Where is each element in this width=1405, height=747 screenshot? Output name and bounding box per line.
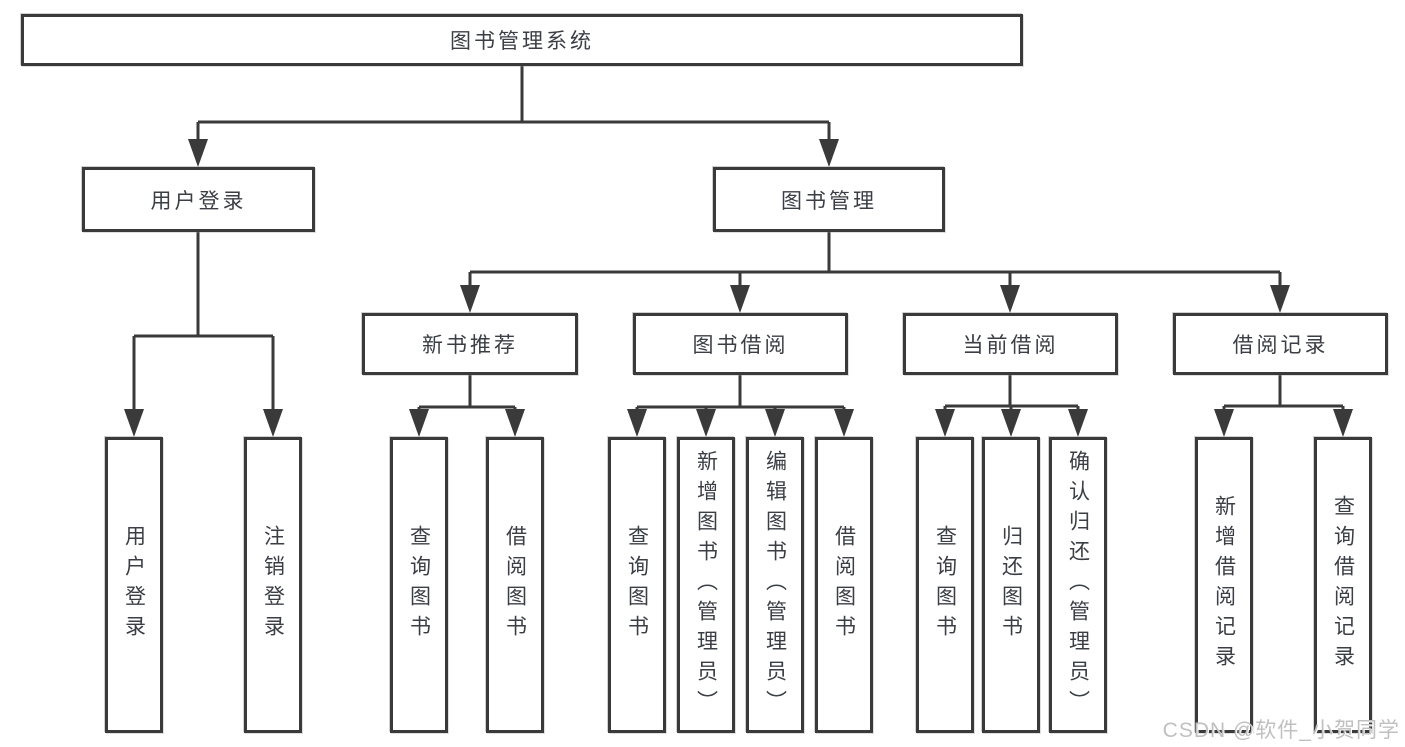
arrow-down-icon [460, 285, 480, 313]
watermark: CSDN @软件_小贺同学 [1162, 719, 1400, 742]
node-label: 查询借阅记录 [1331, 495, 1355, 675]
arrow-down-icon [819, 139, 839, 167]
node-label: 注销登录 [261, 525, 285, 645]
node-label: 确认归还（管理员） [1066, 450, 1090, 720]
node-library-management-system: 图书管理系统 [21, 14, 1023, 66]
leaf-user-login: 用户登录 [105, 437, 163, 733]
node-user-login: 用户登录 [82, 167, 315, 232]
leaf-bb-borrow-book: 借阅图书 [815, 437, 873, 733]
node-borrow-records: 借阅记录 [1173, 313, 1388, 375]
arrow-down-icon [1000, 285, 1020, 313]
node-label: 用户登录 [122, 525, 146, 645]
leaf-cb-confirm-return-admin: 确认归还（管理员） [1049, 437, 1107, 733]
leaf-nb-query-book: 查询图书 [390, 437, 448, 733]
node-label: 图书管理 [781, 189, 877, 213]
arrow-down-icon [935, 409, 955, 437]
leaf-cb-query-book: 查询图书 [916, 437, 974, 733]
arrow-down-icon [263, 409, 283, 437]
leaf-bb-add-book-admin: 新增图书（管理员） [677, 437, 735, 733]
node-label: 新书推荐 [422, 334, 518, 357]
arrow-down-icon [834, 409, 854, 437]
arrow-down-icon [505, 409, 525, 437]
arrow-down-icon [1214, 409, 1234, 437]
arrow-down-icon [188, 139, 208, 167]
arrow-down-icon [1001, 409, 1021, 437]
leaf-logout-login: 注销登录 [244, 437, 302, 733]
arrow-down-icon [1270, 285, 1290, 313]
node-label: 查询图书 [933, 525, 957, 645]
arrow-down-icon [765, 409, 785, 437]
leaf-bb-edit-book-admin: 编辑图书（管理员） [746, 437, 804, 733]
node-current-borrow: 当前借阅 [903, 313, 1118, 375]
node-label: 用户登录 [150, 189, 247, 213]
node-label: 编辑图书（管理员） [763, 450, 787, 720]
arrowheads [124, 139, 1353, 437]
node-book-management: 图书管理 [713, 167, 945, 232]
node-label: 归还图书 [999, 525, 1023, 645]
node-label: 查询图书 [407, 525, 431, 645]
leaf-cb-return-book: 归还图书 [982, 437, 1040, 733]
arrow-down-icon [730, 285, 750, 313]
leaf-br-add-record: 新增借阅记录 [1195, 437, 1253, 733]
node-label: 借阅图书 [503, 525, 527, 645]
arrow-down-icon [696, 409, 716, 437]
leaf-bb-query-book: 查询图书 [608, 437, 666, 733]
node-label: 借阅记录 [1232, 334, 1329, 357]
leaf-br-query-record: 查询借阅记录 [1314, 437, 1372, 733]
arrow-down-icon [124, 409, 144, 437]
node-label: 图书借阅 [692, 334, 789, 357]
node-label: 当前借阅 [962, 334, 1059, 357]
node-book-borrow: 图书借阅 [633, 313, 848, 375]
arrow-down-icon [1068, 409, 1088, 437]
node-label: 图书管理系统 [450, 30, 594, 53]
node-label: 查询图书 [625, 525, 649, 645]
node-label: 新增图书（管理员） [694, 450, 718, 720]
arrow-down-icon [1333, 409, 1353, 437]
node-label: 新增借阅记录 [1212, 495, 1236, 675]
arrow-down-icon [409, 409, 429, 437]
leaf-nb-borrow-book: 借阅图书 [486, 437, 544, 733]
connector-edges [132, 66, 1345, 411]
node-label: 借阅图书 [832, 525, 856, 645]
arrow-down-icon [627, 409, 647, 437]
node-new-book-recommend: 新书推荐 [362, 313, 578, 375]
